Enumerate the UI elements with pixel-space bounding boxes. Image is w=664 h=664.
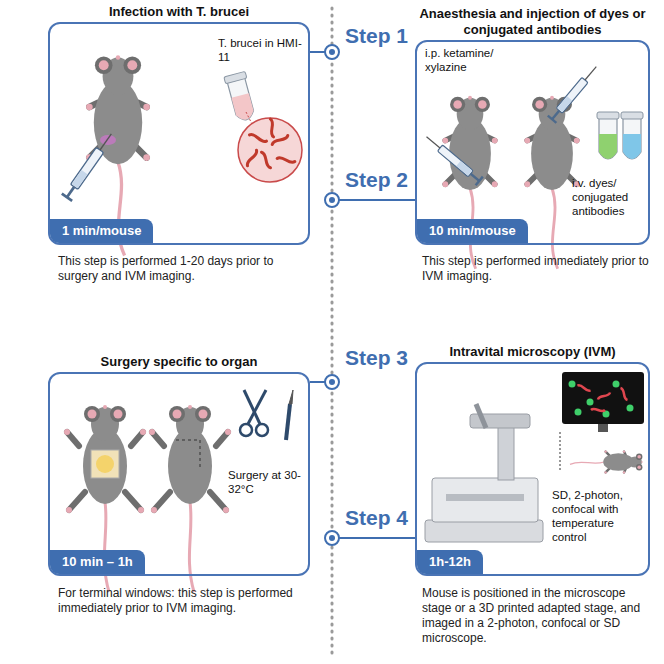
time-label: 1 min/mouse xyxy=(62,223,141,238)
illustration-label: SD, 2-photon, confocal with temperature … xyxy=(552,488,646,544)
surgical-window xyxy=(91,450,119,478)
step-circle xyxy=(325,375,339,389)
syringe xyxy=(423,132,483,185)
step-description: This step is performed 1-20 days prior t… xyxy=(58,254,308,284)
step-description: Mouse is positioned in the microscope st… xyxy=(422,586,658,646)
step-heading: Infection with T. brucei xyxy=(40,4,318,20)
tube xyxy=(621,112,643,159)
illustration-label: Surgery at 30-32°C xyxy=(228,468,306,496)
organ xyxy=(96,455,114,473)
step-dot xyxy=(329,379,335,385)
illustration-label: i.v. dyes/ conjugated antibodies xyxy=(572,176,646,218)
time-bar: 1 min/mouse xyxy=(50,219,153,243)
incision-line xyxy=(176,440,200,470)
step-circle xyxy=(325,45,339,59)
monitor xyxy=(562,372,644,432)
dotted-timeline xyxy=(331,8,334,656)
step-heading: Intravital microscopy (IVM) xyxy=(407,344,658,360)
step-dot xyxy=(329,197,335,203)
mouse-figure xyxy=(149,405,231,592)
step-description: For terminal windows: this step is perfo… xyxy=(58,586,308,616)
step-circle xyxy=(325,531,339,545)
step-connector xyxy=(310,381,326,383)
time-bar: 10 min – 1h xyxy=(50,550,145,574)
step-connector xyxy=(338,537,415,539)
step-connector xyxy=(310,51,326,53)
time-label: 1h-12h xyxy=(429,554,471,569)
tube xyxy=(597,112,619,159)
mouse-figure xyxy=(570,450,643,473)
step-heading: Surgery specific to organ xyxy=(40,354,318,370)
step-label: Step 4 xyxy=(345,506,408,530)
step-label: Step 3 xyxy=(345,346,408,370)
microscope xyxy=(425,404,543,542)
step-dot xyxy=(329,535,335,541)
step-circle xyxy=(325,193,339,207)
timeline xyxy=(310,8,415,656)
step-connector xyxy=(338,199,415,201)
time-bar: 10 min/mouse xyxy=(417,219,528,243)
parasite-magnifier xyxy=(238,112,302,182)
illustration-label: T. brucei in HMI-11 xyxy=(218,36,306,64)
step-dot xyxy=(329,49,335,55)
time-bar: 1h-12h xyxy=(417,550,483,574)
time-label: 10 min/mouse xyxy=(429,223,516,238)
time-label: 10 min – 1h xyxy=(62,554,133,569)
mouse-figure xyxy=(524,96,579,269)
monitor-link xyxy=(560,432,561,470)
step-heading: Anaesthesia and injection of dyes or con… xyxy=(407,6,658,38)
syringe xyxy=(548,63,601,123)
step-label: Step 1 xyxy=(345,24,408,48)
syringe xyxy=(62,130,117,201)
surgical-tools xyxy=(240,390,293,440)
step-panel: Infection with T. brucei1 min/mouse xyxy=(48,22,310,245)
step-description: This step is performed immediately prior… xyxy=(422,254,650,284)
illustration-label: i.p. ketamine/ xylazine xyxy=(425,46,507,74)
step-panel: Intravital microscopy (IVM)1h-12h xyxy=(415,362,650,576)
injection-site xyxy=(100,135,116,145)
step-label: Step 2 xyxy=(345,168,408,192)
tube xyxy=(224,71,257,122)
